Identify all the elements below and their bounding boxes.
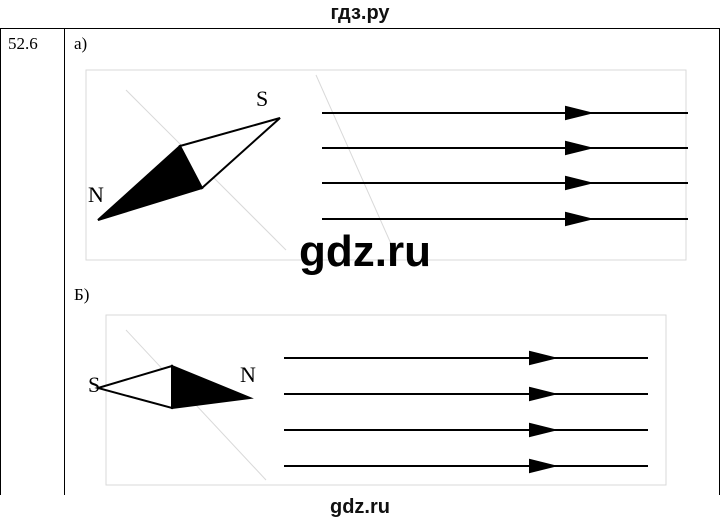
field-line-b-3 <box>284 422 648 438</box>
compass-needle-a <box>97 117 281 221</box>
needle-b-south-label: S <box>88 372 100 397</box>
field-line-a-3 <box>322 175 688 191</box>
watermark-top: гдз.ру <box>330 2 390 24</box>
watermark-center: gdz.ru <box>299 227 431 276</box>
field-line-b-1 <box>284 350 648 366</box>
figure-a: S N <box>85 69 688 261</box>
table-left-border <box>0 28 1 495</box>
part-b-label: Б) <box>74 285 90 304</box>
part-a-label: а) <box>74 34 88 53</box>
needle-b-south-half <box>94 364 173 410</box>
field-lines-a <box>322 105 688 227</box>
field-line-a-1 <box>322 105 688 121</box>
compass-needle-b <box>94 364 254 410</box>
task-number: 52.6 <box>8 34 38 53</box>
field-lines-b <box>284 350 648 474</box>
table-column-divider <box>64 28 65 495</box>
field-line-a-2 <box>322 140 688 156</box>
watermark-bottom: gdz.ru <box>330 496 390 518</box>
needle-b-north-label: N <box>240 362 256 387</box>
needle-a-south-label: S <box>256 86 268 111</box>
figure-b: S N <box>88 314 667 486</box>
needle-a-south-half <box>178 117 281 190</box>
needle-a-north-label: N <box>88 182 104 207</box>
field-line-b-2 <box>284 386 648 402</box>
field-line-b-4 <box>284 458 648 474</box>
table-top-border <box>0 28 720 29</box>
field-line-a-4 <box>322 211 688 227</box>
needle-b-north-half <box>171 364 254 410</box>
